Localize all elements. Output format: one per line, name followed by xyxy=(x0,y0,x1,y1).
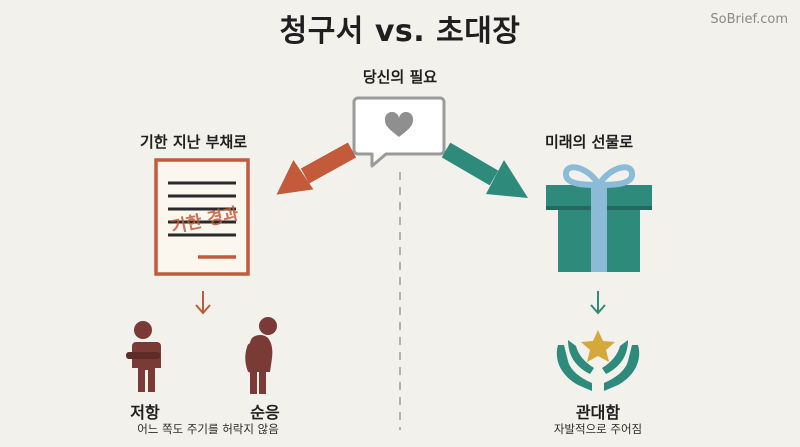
debt-caption: 어느 쪽도 주기를 허락지 않음 xyxy=(137,422,279,436)
down-arrow-gift xyxy=(590,291,606,315)
slumped-person-icon xyxy=(245,317,277,394)
open-hands-star-icon xyxy=(556,330,640,391)
arms-crossed-person-icon xyxy=(126,321,161,392)
brand-watermark: SoBrief.com xyxy=(710,12,788,27)
arrow-to-gift xyxy=(441,142,528,198)
gift-box-icon xyxy=(546,164,652,272)
arrow-to-debt xyxy=(276,142,357,195)
outcome-generosity-label: 관대함 xyxy=(575,403,621,422)
page-title: 청구서 vs. 초대장 xyxy=(279,14,521,49)
speech-bubble-heart-icon xyxy=(352,96,446,168)
outcome-compliance-label: 순응 xyxy=(250,403,280,422)
gift-caption: 자발적으로 주어짐 xyxy=(553,422,643,436)
right-heading: 미래의 선물로 xyxy=(545,133,634,151)
down-arrow-debt xyxy=(195,291,211,315)
overdue-bill-document-icon: 기한 경과 xyxy=(154,158,250,276)
outcome-resistance-label: 저항 xyxy=(130,403,160,422)
left-heading: 기한 지난 부채로 xyxy=(140,133,248,151)
center-label: 당신의 필요 xyxy=(362,68,438,86)
